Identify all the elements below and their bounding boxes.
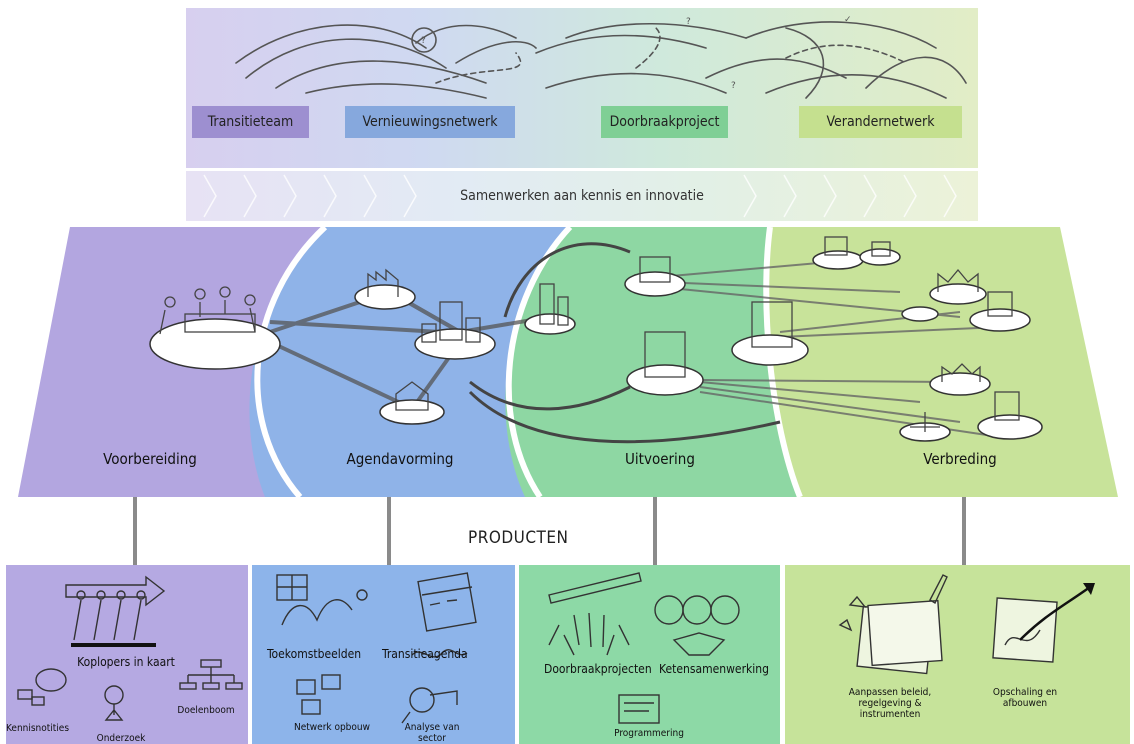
platform-project-2 <box>626 364 704 396</box>
role-vernieuwingsnetwerk: Vernieuwingsnetwerk <box>345 106 515 138</box>
phase-label-agendavorming: Agendavorming <box>346 450 454 468</box>
uitvoering-illustration <box>548 572 740 724</box>
product-opschaling: Opschaling en afbouwen <box>992 687 1058 709</box>
connector-verbreding <box>962 497 966 574</box>
connector-voorbereiding <box>133 497 137 569</box>
role-label: Doorbraakproject <box>609 114 720 130</box>
phase-label-verbreding: Verbreding <box>923 450 997 468</box>
platform-city <box>414 328 496 360</box>
product-kennisnotities: Kennisnotities <box>6 723 70 734</box>
product-programmering: Programmering <box>614 728 684 739</box>
connector-agendavorming <box>387 497 391 577</box>
product-ketensamenwerking: Ketensamenwerking <box>659 662 769 676</box>
role-label: Verandernetwerk <box>826 114 935 130</box>
product-analyse-van-sector: Analyse van sector <box>404 722 460 744</box>
product-aanpassen-beleid: Aanpassen beleid, regelgeving & instrume… <box>848 687 932 720</box>
verbreding-illustration <box>838 574 1095 675</box>
role-label: Vernieuwingsnetwerk <box>362 114 498 130</box>
platform-project-1 <box>624 271 686 297</box>
svg-text:?: ? <box>421 36 426 46</box>
role-label: Transitieteam <box>207 114 294 130</box>
chevron-pattern <box>203 174 957 218</box>
phases-diagram <box>18 224 1118 499</box>
roles-banner <box>186 8 978 168</box>
product-transitieagenda: Transitieagenda <box>382 647 468 661</box>
phase-agendavorming-area <box>249 227 570 497</box>
svg-text:?: ? <box>686 17 691 27</box>
products-title: PRODUCTEN <box>468 528 569 548</box>
platform-project-3 <box>731 334 809 366</box>
products-uitvoering: Doorbraakprojecten Ketensamenwerking Pro… <box>519 565 780 744</box>
platform-meeting <box>149 318 281 370</box>
product-netwerk-opbouw: Netwerk opbouw <box>294 722 370 733</box>
product-onderzoek: Onderzoek <box>96 733 146 744</box>
koplopers-illustration <box>17 575 243 721</box>
phase-label-voorbereiding: Voorbereiding <box>103 450 197 468</box>
svg-text:✓: ✓ <box>844 15 852 25</box>
product-koplopers: Koplopers in kaart <box>77 655 175 669</box>
interaction-arrows: ? ? ? ✓ <box>235 15 967 99</box>
agenda-illustration <box>276 572 477 724</box>
role-verandernetwerk: Verandernetwerk <box>799 106 962 138</box>
connector-uitvoering <box>653 497 657 572</box>
product-doelenboom: Doelenboom <box>177 705 235 716</box>
role-doorbraakproject: Doorbraakproject <box>601 106 728 138</box>
platform-house <box>379 399 445 425</box>
collaboration-band: Samenwerken aan kennis en innovatie <box>186 171 978 221</box>
products-agendavorming: Toekomstbeelden Transitieagenda Netwerk … <box>252 565 515 744</box>
collaboration-label: Samenwerken aan kennis en innovatie <box>460 188 704 204</box>
role-transitieteam: Transitieteam <box>192 106 309 138</box>
platform-factory <box>354 284 416 310</box>
products-verbreding: Aanpassen beleid, regelgeving & instrume… <box>785 565 1130 744</box>
products-voorbereiding: Koplopers in kaart Kennisnotities Onderz… <box>6 565 248 744</box>
product-doorbraakprojecten: Doorbraakprojecten <box>544 662 652 676</box>
svg-text:?: ? <box>731 81 736 91</box>
phase-label-uitvoering: Uitvoering <box>625 450 695 468</box>
product-toekomstbeelden: Toekomstbeelden <box>267 647 362 661</box>
